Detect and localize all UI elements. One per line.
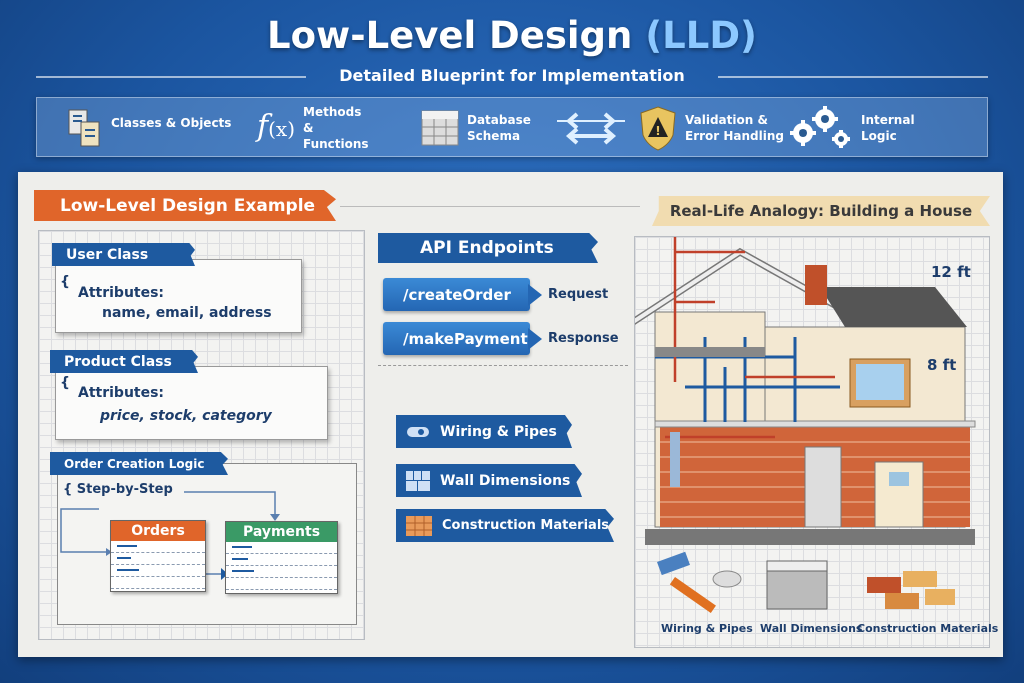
brace: { <box>60 274 70 290</box>
brace: { <box>60 375 70 391</box>
feature-bar: Classes & Objects f(x) Methods & Functio… <box>36 97 988 157</box>
bottom-label-wiring: Wiring & Pipes <box>661 622 753 635</box>
feature-validation: ! Validation & Error Handling <box>639 98 785 158</box>
order-logic-title: Order Creation Logic <box>50 452 228 475</box>
title-accent: (LLD) <box>645 14 757 57</box>
divider <box>340 206 640 207</box>
tag-construction-materials: Construction Materials <box>396 509 614 542</box>
flow-arrows <box>60 491 280 580</box>
divider <box>378 365 628 366</box>
payments-table: Payments <box>225 521 338 594</box>
orders-title: Orders <box>111 521 205 541</box>
feature-internal-logic: Internal Logic <box>787 98 921 158</box>
user-class-title: User Class <box>52 243 195 266</box>
attributes-value: price, stock, category <box>100 408 272 424</box>
example-banner: Low-Level Design Example <box>34 190 336 221</box>
subtitle: Detailed Blueprint for Implementation <box>339 66 685 85</box>
bottom-label-materials: Construction Materials <box>857 622 999 635</box>
wires <box>665 237 835 439</box>
bottom-label-wall: Wall Dimensions <box>760 622 863 635</box>
bricks-pile-icon <box>867 571 955 609</box>
feature-database: Database Schema <box>421 98 533 158</box>
attributes-label: Attributes: <box>78 285 165 301</box>
documents-icon <box>68 109 100 147</box>
attributes-value: name, email, address <box>102 305 272 321</box>
foundation <box>645 529 975 545</box>
function-icon: f(x) <box>257 109 295 144</box>
tag-label: Wall Dimensions <box>440 472 571 489</box>
feature-label: Validation & Error Handling <box>685 113 785 143</box>
feature-methods: f(x) Methods & Functions <box>257 98 373 158</box>
house-panel: 12 ft 8 ft <box>631 236 990 648</box>
feature-label: Methods & Functions <box>303 105 369 151</box>
house-illustration: 12 ft 8 ft <box>631 237 976 614</box>
gears-icon <box>790 106 850 148</box>
roof <box>820 287 967 327</box>
payments-title: Payments <box>226 522 337 542</box>
feature-arrows <box>557 98 625 158</box>
tag-label: Wiring & Pipes <box>440 423 557 440</box>
front-door <box>874 461 924 528</box>
request-label: Request <box>548 287 609 302</box>
blocks-icon <box>766 560 828 610</box>
page-title: Low-Level Design (LLD) <box>0 14 1024 57</box>
door <box>804 446 842 528</box>
title-main: Low-Level Design <box>267 14 633 57</box>
divider <box>36 76 306 78</box>
step-label: Step-by-Step <box>76 482 173 497</box>
arrow-right-icon <box>528 284 542 306</box>
product-class-card: { Attributes: price, stock, category <box>55 366 328 440</box>
endpoint-make-payment[interactable]: /makePayment <box>383 322 530 355</box>
response-label: Response <box>548 331 619 346</box>
arrow-right-icon <box>528 328 542 350</box>
table-grid-icon <box>421 110 459 146</box>
analogy-banner: Real-Life Analogy: Building a House <box>652 196 990 226</box>
tag-label: Construction Materials <box>442 518 610 533</box>
attributes-label: Attributes: <box>78 385 165 401</box>
bricks-icon <box>406 515 432 536</box>
svg-text:!: ! <box>655 124 660 138</box>
product-class-title: Product Class <box>50 350 198 373</box>
divider <box>718 76 988 78</box>
dim-width: 8 ft <box>927 356 956 374</box>
warning-shield-icon: ! <box>640 106 676 151</box>
endpoint-create-order[interactable]: /createOrder <box>383 278 530 311</box>
feature-label: Database Schema <box>467 113 531 143</box>
orders-table: Orders <box>110 520 206 592</box>
tag-wiring-pipes: Wiring & Pipes <box>396 415 572 448</box>
tag-wall-dimensions: Wall Dimensions <box>396 464 582 497</box>
api-title: API Endpoints <box>378 233 598 263</box>
pipe-icon <box>407 426 429 437</box>
feature-label: Classes & Objects <box>111 116 232 130</box>
bidirectional-arrows-icon <box>557 112 625 145</box>
feature-label: Internal Logic <box>861 113 915 143</box>
feature-classes: Classes & Objects <box>67 98 231 158</box>
hammer-icon <box>657 551 742 614</box>
wall-grid-icon <box>406 470 430 491</box>
dim-height: 12 ft <box>931 263 971 281</box>
user-class-card: { Attributes: name, email, address <box>55 259 302 333</box>
